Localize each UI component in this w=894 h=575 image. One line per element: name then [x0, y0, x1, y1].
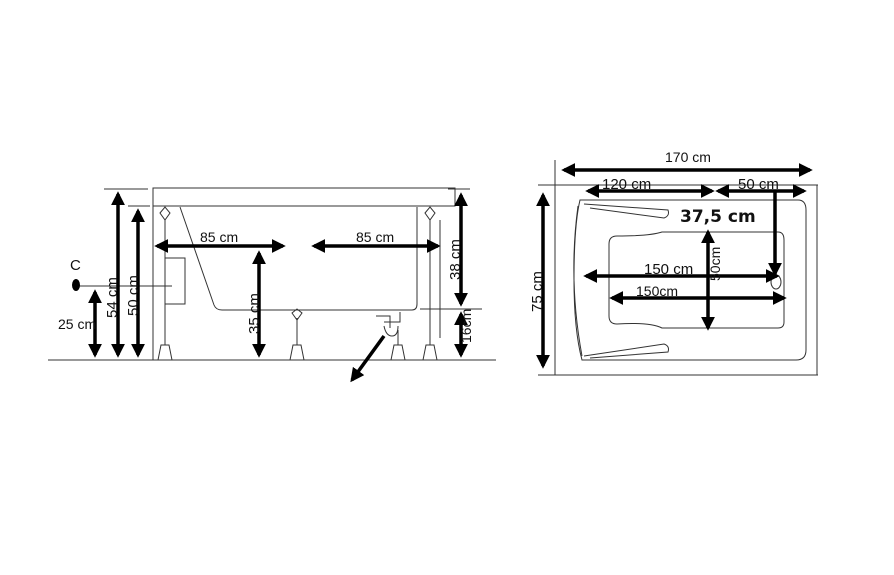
- drain-direction-arrow: [350, 334, 386, 383]
- dimension-50-label: 50 cm: [125, 275, 142, 316]
- dimension-54-label: 54 cm: [104, 277, 121, 318]
- drain-trap: [376, 312, 401, 337]
- dimension-38-label: 38 cm: [447, 239, 464, 280]
- dimension-150-inner-label: 150cm: [636, 283, 678, 299]
- tub-basin-profile: [179, 206, 418, 311]
- point-c-label: C: [70, 257, 81, 274]
- dimension-35-label: 35 cm: [246, 293, 263, 334]
- dimension-37-5-label: 37,5 cm: [680, 207, 756, 227]
- side-view: C 54 cm 50 cm 25 cm 85 cm 85 cm 35 cm 38…: [48, 187, 496, 383]
- dimension-50-inner-label: 50cm: [707, 247, 723, 281]
- access-panel: [164, 257, 186, 305]
- tub-rim: [152, 187, 456, 207]
- dimension-85-right-label: 85 cm: [356, 229, 394, 245]
- dimension-120-label: 120 cm: [602, 176, 651, 193]
- dimension-85-left-label: 85 cm: [200, 229, 238, 245]
- dimension-170-label: 170 cm: [665, 149, 711, 165]
- top-view: 170 cm 120 cm 50 cm 75 cm 37,5 cm 150 cm…: [529, 149, 818, 376]
- armrests: [573, 203, 669, 359]
- dimension-16-label: 16cm: [458, 309, 474, 343]
- dimension-75-label: 75 cm: [529, 271, 546, 312]
- tub-basin: [608, 231, 785, 329]
- dimension-50-top-label: 50 cm: [738, 176, 779, 193]
- connection-point-c: [72, 279, 80, 291]
- dimension-150-outer-label: 150 cm: [644, 261, 693, 278]
- dimension-25-label: 25 cm: [58, 316, 96, 332]
